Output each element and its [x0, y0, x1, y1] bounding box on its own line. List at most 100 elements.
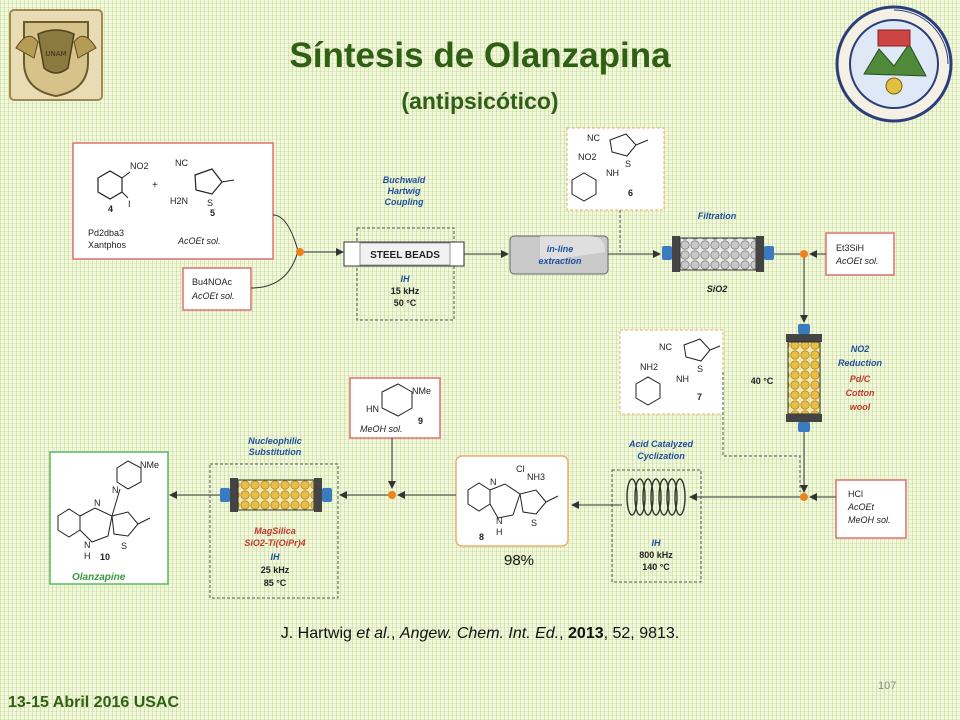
- svg-text:N: N: [84, 540, 91, 550]
- svg-text:Bu4NOAc: Bu4NOAc: [192, 277, 233, 287]
- compound-7-box: S NC NH2 NH 7: [619, 329, 724, 415]
- svg-text:UNAM: UNAM: [45, 50, 66, 58]
- svg-text:SiO2-Ti(OiPr)4: SiO2-Ti(OiPr)4: [244, 538, 305, 548]
- footer-event: 13-15 Abril 2016 USAC: [8, 694, 180, 711]
- svg-text:S: S: [625, 159, 631, 169]
- svg-text:MeOH sol.: MeOH sol.: [360, 424, 403, 434]
- svg-text:NMe: NMe: [140, 460, 159, 470]
- svg-text:85 °C: 85 °C: [264, 578, 287, 588]
- svg-text:Acid Catalyzed: Acid Catalyzed: [628, 439, 694, 449]
- citation-journal: Angew. Chem. Int. Ed.: [399, 625, 560, 642]
- mixing-node-1: [296, 248, 304, 256]
- svg-text:S: S: [121, 541, 127, 551]
- svg-text:10: 10: [100, 552, 110, 562]
- svg-text:25 kHz: 25 kHz: [261, 565, 290, 575]
- svg-text:140 °C: 140 °C: [642, 562, 670, 572]
- svg-text:AcOEt: AcOEt: [847, 502, 875, 512]
- svg-text:Cl: Cl: [516, 464, 525, 474]
- page-subtitle: (antipsicótico): [401, 88, 559, 114]
- catalyst-line1: Pd2dba3: [88, 228, 124, 238]
- svg-text:800 kHz: 800 kHz: [639, 550, 673, 560]
- svg-text:40 °C: 40 °C: [751, 376, 774, 386]
- svg-text:NH2: NH2: [640, 362, 658, 372]
- solvent-top-left: AcOEt sol.: [177, 236, 221, 246]
- svg-text:Buchwald: Buchwald: [383, 175, 426, 185]
- svg-text:NH: NH: [676, 374, 689, 384]
- iodo-label: I: [128, 199, 131, 209]
- svg-text:NC: NC: [659, 342, 672, 352]
- svg-text:NO2: NO2: [851, 344, 870, 354]
- svg-text:IH: IH: [401, 274, 411, 284]
- svg-text:H: H: [496, 527, 503, 537]
- reagent-box-top-left: NO2 I 4 + S NC H2N 5 Pd2dba3 Xantphos Ac…: [72, 142, 274, 260]
- unam-logo: UNAM: [8, 8, 104, 102]
- svg-text:NMe: NMe: [412, 386, 431, 396]
- reagent-box-hcl: HCl AcOEt MeOH sol.: [835, 479, 907, 539]
- svg-text:NC: NC: [587, 133, 600, 143]
- step-substitution: Nucleophilic Substitution MagSilica SiO2…: [209, 436, 339, 599]
- svg-text:AcOEt sol.: AcOEt sol.: [835, 256, 879, 266]
- reagent-box-piperazine: NMe HN 9 MeOH sol.: [349, 377, 441, 439]
- citation-year: 2013: [568, 625, 604, 642]
- citation-rest: , 52, 9813.: [603, 625, 680, 642]
- svg-text:9: 9: [418, 416, 423, 426]
- citation: J. Hartwig et al., Angew. Chem. Int. Ed.…: [280, 625, 680, 642]
- reagent-box-et3sih: Et3SiH AcOEt sol.: [825, 232, 895, 276]
- mixing-node-3: [800, 493, 808, 501]
- svg-text:AcOEt sol.: AcOEt sol.: [191, 291, 235, 301]
- svg-text:MagSilica: MagSilica: [254, 526, 296, 536]
- svg-text:15 kHz: 15 kHz: [391, 286, 420, 296]
- usac-logo: [834, 4, 954, 124]
- svg-text:HCl: HCl: [848, 489, 863, 499]
- mixing-node-4: [388, 491, 396, 499]
- svg-text:50 °C: 50 °C: [394, 298, 417, 308]
- compound-4-label: 4: [108, 204, 113, 214]
- svg-text:Filtration: Filtration: [698, 211, 737, 221]
- svg-text:Pd/C: Pd/C: [850, 374, 871, 384]
- svg-text:NH: NH: [606, 168, 619, 178]
- page-title: Síntesis de Olanzapina: [289, 36, 671, 75]
- product-olanzapine-box: NMe N N N H S 10 Olanzapine: [49, 451, 169, 585]
- svg-text:HN: HN: [366, 404, 379, 414]
- svg-text:S: S: [531, 518, 537, 528]
- compound-5-label: 5: [210, 208, 215, 218]
- step-cyclization: Acid Catalyzed Cyclization IH 800 kHz 14…: [611, 439, 702, 583]
- compound-8-box: Cl NH3 N N H S 8: [455, 455, 569, 547]
- page-number: 107: [878, 680, 897, 692]
- step-filtration: Filtration SiO2: [662, 211, 774, 294]
- svg-text:wool: wool: [850, 402, 871, 412]
- svg-text:8: 8: [479, 532, 484, 542]
- thiophene-s-label: S: [207, 198, 213, 208]
- svg-text:S: S: [697, 364, 703, 374]
- steel-beads-label: STEEL BEADS: [370, 250, 440, 261]
- svg-text:Reduction: Reduction: [838, 358, 883, 368]
- yield-label: 98%: [504, 552, 535, 569]
- catalyst-line2: Xantphos: [88, 240, 127, 250]
- svg-text:N: N: [496, 516, 503, 526]
- svg-text:NO2: NO2: [578, 152, 597, 162]
- svg-text:Substitution: Substitution: [249, 447, 302, 457]
- nc-label: NC: [175, 158, 188, 168]
- step-buchwald: Buchwald Hartwig Coupling STEEL BEADS IH…: [343, 175, 465, 321]
- mixing-node-2: [800, 250, 808, 258]
- svg-text:N: N: [490, 477, 497, 487]
- svg-text:H: H: [84, 551, 91, 561]
- citation-authors: J. Hartwig: [280, 625, 357, 642]
- svg-text:Et3SiH: Et3SiH: [836, 243, 864, 253]
- svg-text:SiO2: SiO2: [707, 284, 728, 294]
- step-extraction: in-line extraction: [509, 235, 609, 275]
- svg-text:6: 6: [628, 188, 633, 198]
- citation-etal: et al.: [356, 625, 392, 642]
- svg-text:N: N: [94, 498, 101, 508]
- svg-text:Coupling: Coupling: [385, 197, 424, 207]
- compound-6-box: S NC NO2 NH 6: [566, 127, 665, 211]
- h2n-label: H2N: [170, 196, 188, 206]
- svg-text:NH3: NH3: [527, 472, 545, 482]
- svg-text:Cyclization: Cyclization: [637, 451, 685, 461]
- svg-text:IH: IH: [652, 538, 662, 548]
- svg-text:MeOH sol.: MeOH sol.: [848, 515, 891, 525]
- svg-text:N: N: [112, 485, 119, 495]
- svg-text:Cotton: Cotton: [846, 388, 875, 398]
- svg-text:Nucleophilic: Nucleophilic: [248, 436, 302, 446]
- reagent-box-bu4noac: Bu4NOAc AcOEt sol.: [182, 267, 252, 311]
